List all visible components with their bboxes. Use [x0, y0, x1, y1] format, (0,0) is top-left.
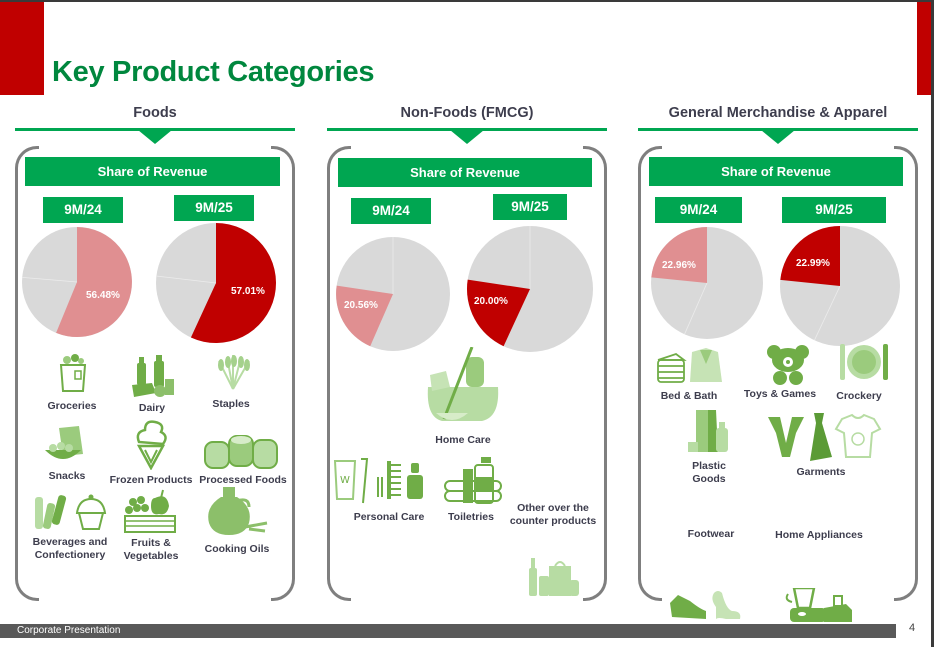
category-processed-foods: Processed Foods [199, 474, 287, 486]
category-snacks: Snacks [48, 470, 86, 482]
red-accent-right [917, 2, 931, 95]
pie-value-label: 57.01% [231, 286, 265, 297]
section-divider [15, 128, 295, 131]
towels-bottles-icon [444, 457, 502, 504]
category-personal-care: Personal Care [353, 511, 425, 523]
shoes-icon [670, 591, 741, 619]
svg-text:W: W [340, 475, 350, 486]
window-right-border [931, 0, 934, 647]
window-top-border [0, 0, 934, 2]
down-arrow-icon [450, 130, 484, 144]
otc-products-icon [529, 558, 579, 596]
period-label-9m24: 9M/24 [351, 198, 431, 224]
right-bracket [271, 146, 295, 601]
category-staples: Staples [212, 398, 250, 410]
pie-chart-foods-9m24 [22, 227, 132, 337]
pie-chart-nonfoods-9m25 [466, 226, 593, 352]
share-of-revenue-header: Share of Revenue [338, 158, 592, 187]
dairy-bottles-icon [132, 355, 174, 397]
category-home-care: Home Care [435, 434, 491, 446]
pie-chart-foods-9m25 [156, 223, 276, 343]
category-fruits-vegetables: Fruits &Vegetables [123, 537, 179, 562]
page-number: 4 [909, 622, 916, 634]
blender-icon [785, 588, 852, 622]
share-of-revenue-header: Share of Revenue [25, 157, 280, 186]
section-divider [327, 128, 607, 131]
period-label-9m24: 9M/24 [655, 197, 742, 223]
plastic-containers-icon [688, 410, 728, 452]
section-title: General Merchandise & Apparel [668, 105, 888, 121]
pie-value-label: 22.96% [662, 260, 696, 271]
cleaning-supplies-icon [427, 347, 499, 421]
share-of-revenue-header: Share of Revenue [649, 157, 903, 186]
down-arrow-icon [138, 130, 172, 144]
cans-icon [204, 435, 278, 469]
plate-cutlery-icon [840, 344, 888, 380]
pie-value-label: 22.99% [796, 258, 830, 269]
snacks-icon [45, 426, 83, 459]
pie-chart-gm-9m25 [780, 226, 900, 346]
section-title: Non-Foods (FMCG) [400, 105, 534, 121]
pie-value-label: 20.56% [344, 300, 378, 311]
grocery-bag-icon [59, 354, 87, 392]
left-bracket [15, 146, 39, 601]
category-footwear: Footwear [687, 528, 735, 540]
oil-jar-icon [208, 487, 268, 535]
left-bracket [327, 146, 351, 601]
section-non-foods: Non-Foods (FMCG) Share of Revenue 9M/24 … [327, 100, 607, 610]
wheat-icon [218, 355, 250, 390]
pie-chart-gm-9m24 [651, 227, 763, 339]
garments-icon [768, 413, 882, 461]
section-title: Foods [133, 105, 177, 121]
fruit-basket-icon [124, 489, 176, 533]
section-divider [638, 128, 918, 131]
category-groceries: Groceries [47, 400, 97, 412]
period-label-9m25: 9M/25 [174, 195, 254, 221]
section-foods: Foods Share of Revenue 9M/24 9M/25 56.48… [15, 100, 295, 610]
footer-bar [0, 624, 896, 638]
period-label-9m25: 9M/25 [493, 194, 567, 220]
beverages-cupcake-icon [35, 494, 107, 530]
period-label-9m25: 9M/25 [782, 197, 886, 223]
category-frozen-products: Frozen Products [109, 474, 193, 486]
pie-value-label: 20.00% [474, 296, 508, 307]
category-garments: Garments [796, 466, 846, 478]
page-title: Key Product Categories [52, 56, 375, 88]
down-arrow-icon [761, 130, 795, 144]
category-toiletries: Toiletries [448, 511, 494, 523]
section-general-merchandise: General Merchandise & Apparel Share of R… [638, 100, 918, 622]
toothpaste-comb-icon: W [333, 458, 423, 504]
red-accent-left [0, 2, 44, 95]
category-cooking-oils: Cooking Oils [204, 543, 270, 555]
category-home-appliances: Home Appliances [775, 529, 863, 541]
category-dairy: Dairy [138, 402, 166, 414]
category-bed-bath: Bed & Bath [660, 390, 718, 402]
pie-value-label: 56.48% [86, 290, 120, 301]
right-bracket [894, 146, 918, 601]
teddy-bear-icon [767, 345, 809, 385]
period-label-9m24: 9M/24 [43, 197, 123, 223]
footer-text: Corporate Presentation [17, 625, 121, 636]
right-bracket [583, 146, 607, 601]
ice-cream-icon [136, 420, 167, 470]
category-toys-games: Toys & Games [743, 388, 817, 400]
towels-robe-icon [657, 348, 722, 383]
category-crockery: Crockery [836, 390, 882, 402]
pie-chart-nonfoods-9m24 [336, 237, 450, 351]
